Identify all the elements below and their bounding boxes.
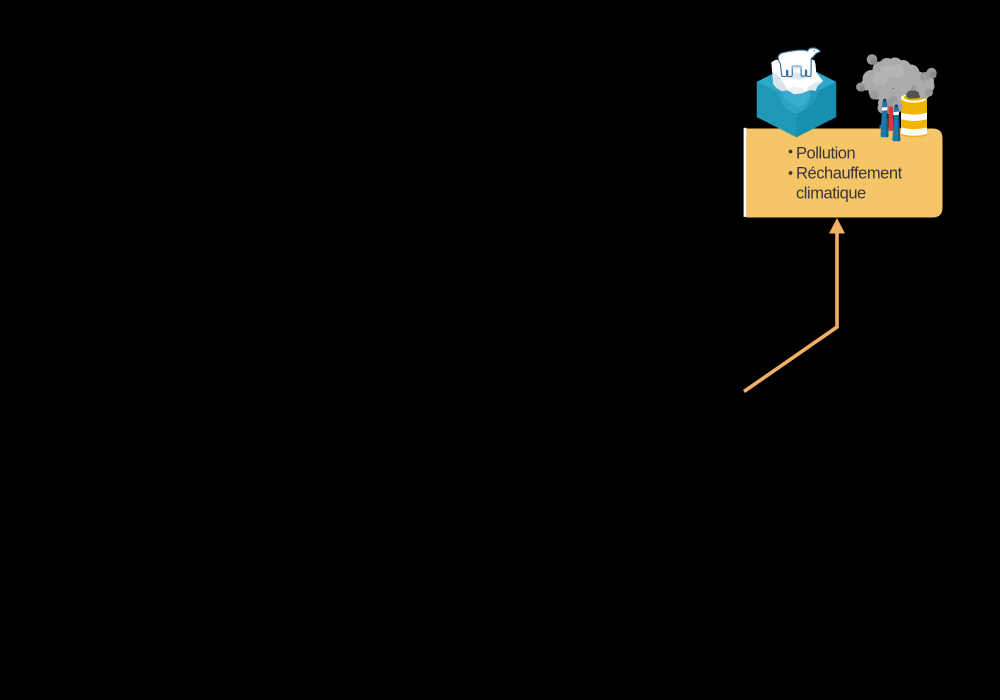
svg-text:climatique: climatique	[796, 185, 866, 203]
svg-text:Pollution: Pollution	[796, 145, 856, 163]
svg-text:Réchauffement: Réchauffement	[796, 165, 903, 183]
